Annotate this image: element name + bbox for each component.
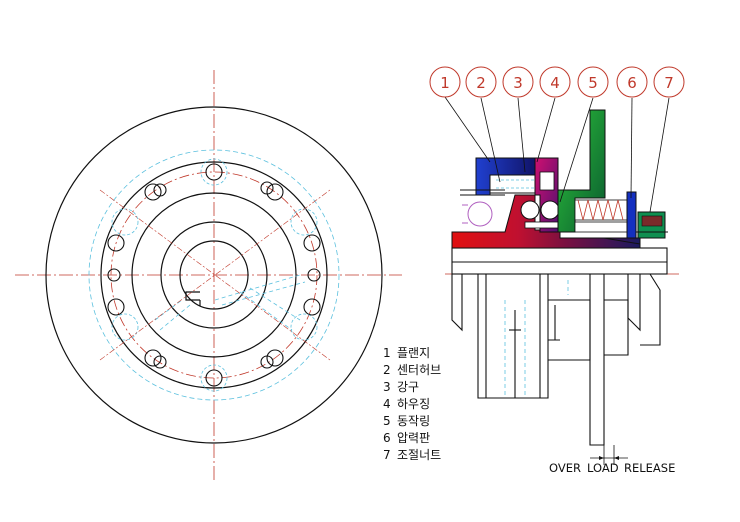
bolt-hole <box>144 183 162 201</box>
bolt-hole <box>144 349 162 367</box>
svg-text:하우징: 하우징 <box>397 397 430 411</box>
svg-text:7: 7 <box>383 448 391 462</box>
bolt-hole <box>266 183 284 201</box>
legend-item-1: 1 플랜지 <box>383 346 430 360</box>
svg-text:5: 5 <box>383 414 391 428</box>
hub-inner-circle <box>160 221 268 329</box>
callout-4: 4 <box>539 66 571 98</box>
bolt-hole <box>107 234 125 252</box>
svg-text:3: 3 <box>383 380 391 394</box>
keyway <box>185 291 201 306</box>
spring <box>574 199 628 221</box>
svg-text:1: 1 <box>440 74 450 92</box>
svg-text:5: 5 <box>588 74 598 92</box>
hub-outer-circle <box>131 192 297 358</box>
svg-text:3: 3 <box>513 74 523 92</box>
load-label: LOAD <box>587 461 619 475</box>
legend-item-3: 3 강구 <box>383 380 419 394</box>
bearing-ball-left <box>467 201 493 227</box>
bolt-holes <box>107 163 321 387</box>
bore-with-keyway <box>179 240 249 310</box>
pressure-plate <box>626 191 637 239</box>
callout-leaders <box>444 96 670 213</box>
bolt-hole <box>303 234 321 252</box>
flange-outer-hidden <box>88 149 340 401</box>
front-view <box>15 70 402 480</box>
hidden-hole-outlines <box>111 158 318 392</box>
bolt-circle <box>110 171 318 379</box>
callout-3: 3 <box>502 66 534 98</box>
release-label: RELEASE <box>624 461 675 475</box>
bolt-hole <box>303 298 321 316</box>
housing <box>534 157 559 233</box>
svg-text:플랜지: 플랜지 <box>397 346 430 360</box>
bolt-hole <box>107 298 125 316</box>
svg-text:2: 2 <box>383 363 391 377</box>
legend-item-6: 6 압력판 <box>383 431 430 445</box>
svg-text:7: 7 <box>664 74 674 92</box>
svg-text:6: 6 <box>383 431 391 445</box>
over-label: OVER <box>549 461 581 475</box>
legend-item-7: 7 조절너트 <box>383 448 441 462</box>
svg-text:동작링: 동작링 <box>397 414 430 428</box>
small-hole <box>107 268 121 282</box>
legend-item-5: 5 동작링 <box>383 414 430 428</box>
svg-text:1: 1 <box>383 346 391 360</box>
bolt-hole <box>205 163 223 181</box>
callout-5: 5 <box>577 66 609 98</box>
legend-item-4: 4 하우징 <box>383 397 430 411</box>
svg-text:4: 4 <box>550 74 560 92</box>
hidden-key-lines <box>154 274 306 331</box>
steel-ball <box>540 200 560 220</box>
svg-text:압력판: 압력판 <box>397 431 430 445</box>
section-view <box>445 109 680 446</box>
small-hole <box>260 181 274 195</box>
svg-text:조절너트: 조절너트 <box>397 448 441 462</box>
over-load-release-dimension: OVER LOAD RELEASE <box>549 445 675 475</box>
lower-hidden <box>504 280 569 395</box>
bolt-hole <box>266 349 284 367</box>
callout-7: 7 <box>653 66 685 98</box>
callout-2: 2 <box>465 66 497 98</box>
small-hole <box>260 355 274 369</box>
svg-text:센터허브: 센터허브 <box>397 363 441 377</box>
bolt-hole <box>205 369 223 387</box>
steel-ball <box>520 200 540 220</box>
svg-text:강구: 강구 <box>397 380 419 394</box>
parts-legend: 1 플랜지 2 센터허브 3 강구 4 하우징 5 동작링 6 압력판 7 조절… <box>383 346 441 462</box>
svg-text:4: 4 <box>383 397 391 411</box>
legend-item-2: 2 센터허브 <box>383 363 441 377</box>
small-hole <box>307 268 321 282</box>
small-hole <box>153 355 167 369</box>
small-hole <box>153 183 167 197</box>
outer-disk <box>45 106 383 444</box>
lower-outline <box>451 247 668 446</box>
svg-text:2: 2 <box>476 74 486 92</box>
flange-circle <box>100 161 328 389</box>
svg-text:6: 6 <box>627 74 637 92</box>
callout-1: 1 <box>429 66 461 98</box>
callout-6: 6 <box>616 66 648 98</box>
small-holes <box>107 181 321 369</box>
callout-bubbles: 1 2 3 4 5 6 7 <box>429 66 685 98</box>
action-ring <box>557 109 606 233</box>
